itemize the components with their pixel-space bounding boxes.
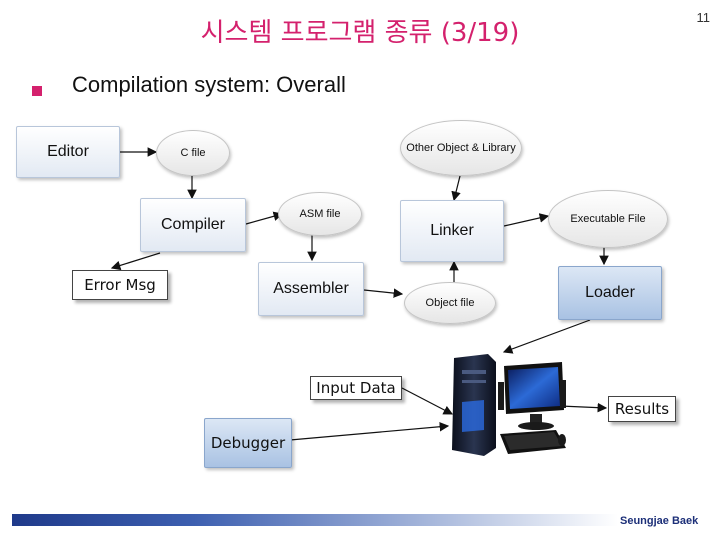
arrow-assembler-to-object: [363, 288, 404, 298]
other-object-oval: Other Object & Library: [400, 120, 522, 176]
compiler-box: Compiler: [140, 198, 246, 252]
arrow-computer-to-results: [559, 402, 608, 413]
arrow-input-to-computer: [401, 387, 454, 415]
arrow-linker-to-executable: [503, 213, 550, 227]
results-box: Results: [608, 396, 676, 422]
arrow-otherobj-to-linker: [451, 175, 461, 202]
footer-gradient-bar: [12, 514, 618, 526]
footer-author: Seungjae Baek: [620, 515, 699, 527]
page-title: 시스템 프로그램 종류 (3/19): [200, 18, 520, 48]
debugger-box: Debugger: [204, 418, 292, 468]
section-heading: Compilation system: Overall: [72, 72, 346, 97]
arrow-compiler-to-error: [110, 252, 161, 271]
input-data-box: Input Data: [310, 376, 402, 400]
assembler-box: Assembler: [258, 262, 364, 316]
editor-box: Editor: [16, 126, 120, 178]
executable-file-oval: Executable File: [548, 190, 668, 248]
asm-file-oval: ASM file: [278, 192, 362, 236]
error-msg-box: Error Msg: [72, 270, 168, 300]
arrow-loader-to-computer: [502, 319, 591, 354]
desktop-computer-icon: [452, 354, 566, 456]
bullet-square-icon: [32, 86, 42, 96]
arrow-debugger-computer: [281, 421, 450, 446]
page-number: 11: [696, 10, 711, 25]
loader-box: Loader: [558, 266, 662, 320]
cfile-oval: C file: [156, 130, 230, 176]
linker-box: Linker: [400, 200, 504, 262]
arrow-compiler-to-asm: [245, 211, 284, 225]
object-file-oval: Object file: [404, 282, 496, 324]
